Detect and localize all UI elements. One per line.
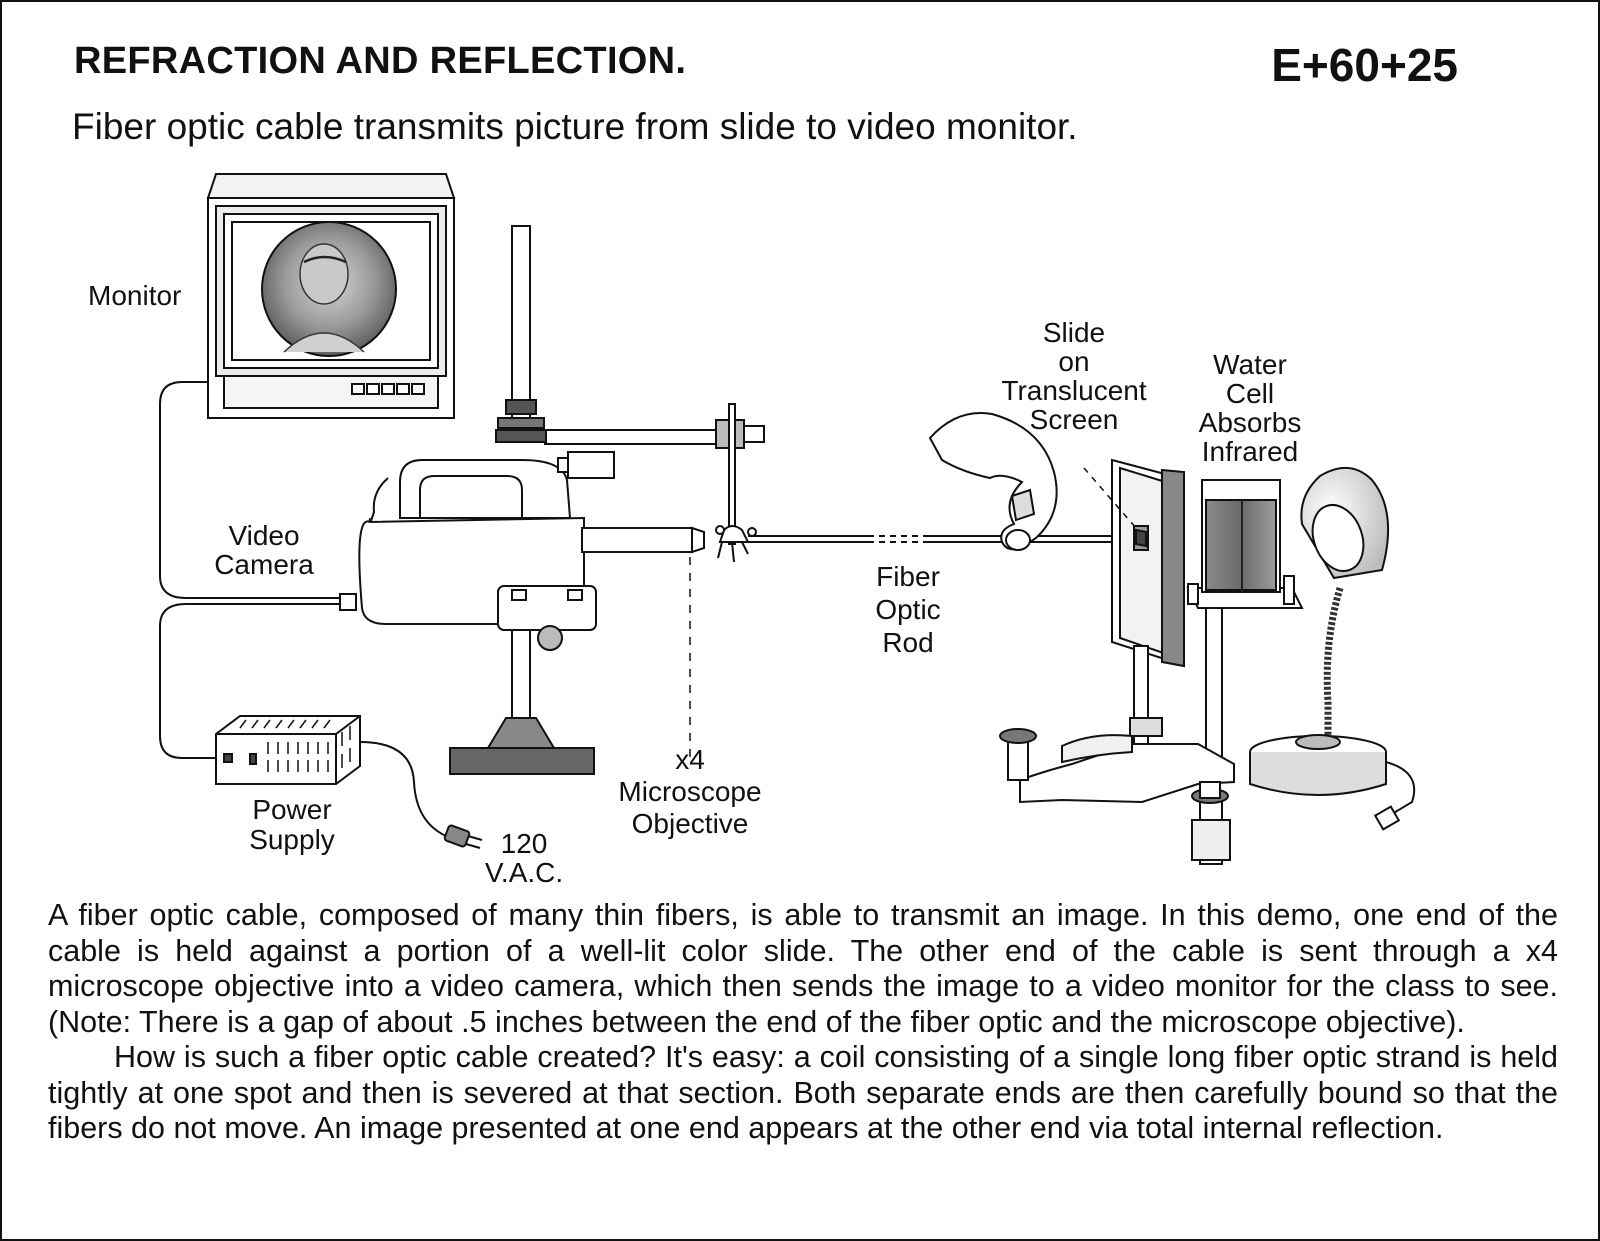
label-power-supply-1: Power [252,794,331,825]
slide-screen [1083,458,1185,759]
monitor-buttons [351,383,425,395]
demo-code: E+60+25 [1271,39,1458,91]
label-slide-1: Slide [1043,317,1105,348]
label-fiber-rod-1: Fiber [876,561,940,592]
label-objective-1: x4 [675,744,705,775]
power-supply [215,715,483,849]
label-fiber-rod-3: Rod [882,627,933,658]
plug [443,824,483,849]
tripod-base [999,728,1235,865]
camera-stand [449,225,765,775]
microscope-objective [715,525,757,563]
label-video-camera-2: Camera [214,549,314,580]
description-paragraph-2: How is such a fiber optic cable created?… [48,1040,1558,1145]
description: A fiber optic cable, composed of many th… [48,898,1558,1147]
label-fiber-rod-2: Optic [875,594,940,625]
monitor [206,173,456,419]
label-slide-4: Screen [1030,404,1119,435]
label-slide-2: on [1058,346,1089,377]
label-water-cell-3: Absorbs [1199,407,1302,438]
water-cell [1186,479,1304,759]
label-objective-2: Microscope [618,776,761,807]
hand [928,412,1058,551]
label-vac-1: 120 [501,828,548,859]
label-objective-3: Objective [632,808,749,839]
label-monitor: Monitor [88,280,181,311]
lamp [1249,467,1416,831]
video-camera [339,451,705,651]
label-water-cell-2: Cell [1226,378,1274,409]
label-water-cell-1: Water [1213,349,1287,380]
label-power-supply-2: Supply [249,824,335,855]
vent-slots [239,719,351,772]
label-water-cell-4: Infrared [1202,436,1299,467]
label-slide-3: Translucent [1001,375,1146,406]
page-title: REFRACTION AND REFLECTION. [74,40,687,82]
label-vac-2: V.A.C. [485,857,563,888]
fiber-optic-rod [748,535,1132,543]
label-video-camera-1: Video [228,520,299,551]
description-paragraph-1: A fiber optic cable, composed of many th… [48,898,1558,1039]
page-subtitle: Fiber optic cable transmits picture from… [72,106,1078,147]
